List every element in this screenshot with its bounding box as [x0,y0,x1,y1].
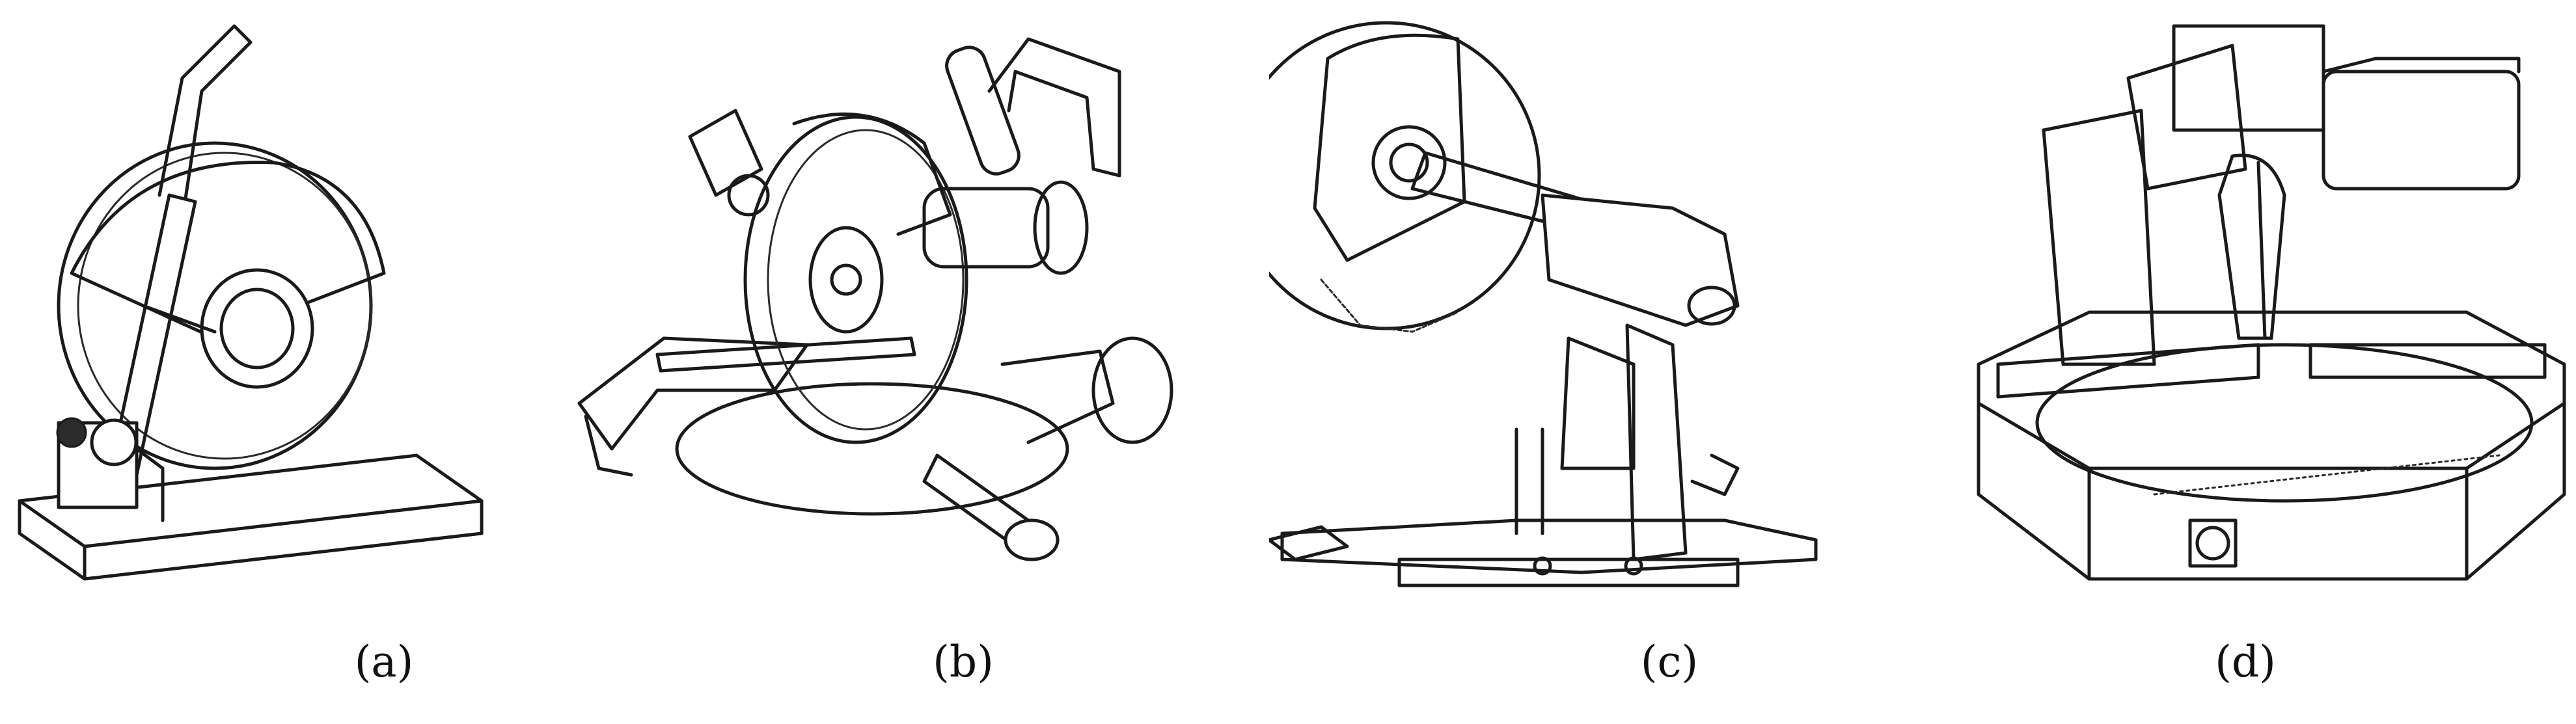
panel-c: (c) [1269,0,1953,724]
panel-d: (d) [1959,0,2576,724]
miter-saw-front-drawing [1977,24,2566,581]
panel-a: (a) [0,0,521,724]
panel-a-caption: (a) [354,637,414,687]
compound-miter-saw-drawing [577,37,1173,561]
cut-off-saw-drawing [18,24,484,581]
panel-d-caption: (d) [2215,637,2276,687]
sliding-miter-saw-drawing [1269,21,1818,587]
panel-b: (b) [560,0,1243,724]
panel-b-caption: (b) [933,637,994,687]
panel-c-caption: (c) [1640,637,1699,687]
